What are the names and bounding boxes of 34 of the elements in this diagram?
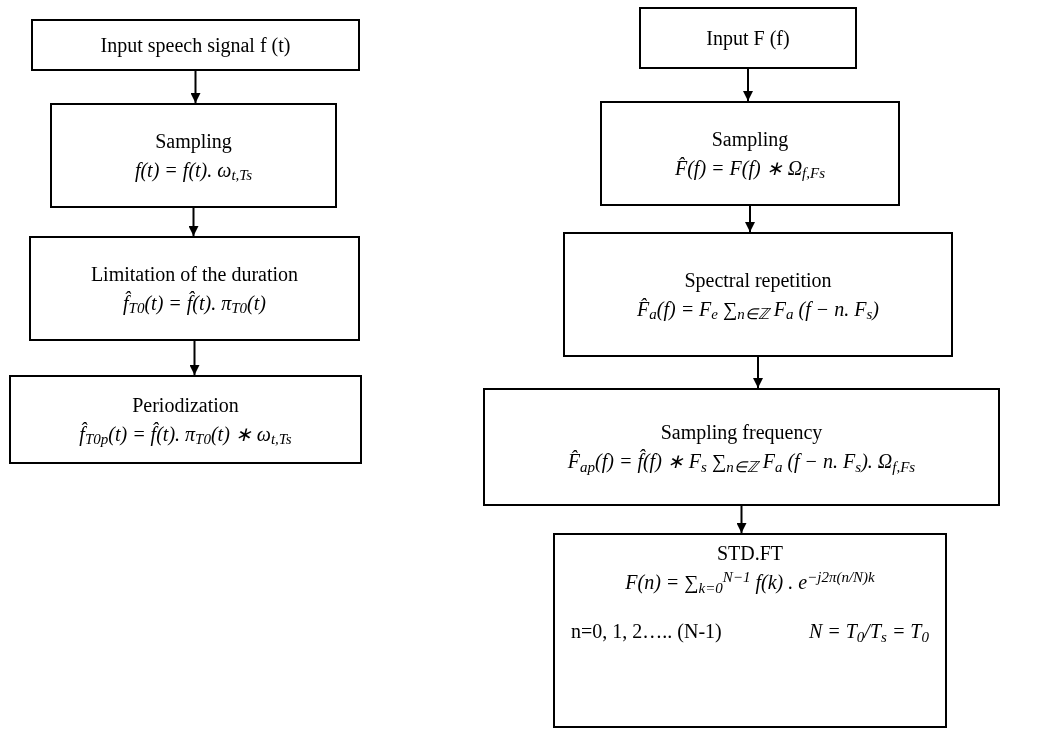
process-box xyxy=(50,103,337,208)
process-box xyxy=(29,236,360,341)
process-box xyxy=(9,375,362,464)
process-box xyxy=(563,232,953,357)
arrow xyxy=(753,356,763,389)
process-box xyxy=(639,7,857,69)
process-box xyxy=(600,101,900,206)
step-title: Input F (f) xyxy=(706,25,790,51)
step-title: Input speech signal f (t) xyxy=(100,32,291,58)
index-range: n=0, 1, 2….. (N-1) xyxy=(571,619,722,644)
formula: F̂$_{ap}$(f) = f̂(f) ∗ F$_{s}$ ∑$_{n∈ℤ}$ F$_{a}$ (f − n. F$_{s}$). Ω$_{f,Fs}$ xyxy=(567,449,916,474)
step-title: Sampling xyxy=(711,126,789,152)
process-box xyxy=(31,19,360,71)
arrow xyxy=(190,70,201,104)
process-box xyxy=(483,388,1000,506)
arrow xyxy=(743,68,753,102)
step-title: STD.FT xyxy=(716,541,784,566)
step-title: Limitation of the duration xyxy=(90,261,299,287)
formula: f(t) = f(t). ω$_{t,Ts}$ xyxy=(134,157,253,183)
process-box xyxy=(553,533,947,728)
step-title: Sampling xyxy=(155,128,232,154)
formula: N = T$_{0}$/T$_{s}$ = T$_{0}$ xyxy=(808,619,929,644)
step-title: Sampling frequency xyxy=(660,420,823,445)
arrow xyxy=(736,505,747,534)
formula: F(n) = ∑$_{k=0}$$^{N−1}$ f(k) . e$^{−j2π(n/N)k}$ xyxy=(625,570,875,595)
arrow xyxy=(189,340,200,376)
step-title: Spectral repetition xyxy=(684,267,832,293)
formula: f̂$_{T0}$(t) = f̂(t). π$_{T0}$(t) xyxy=(123,290,266,316)
step-title: Periodization xyxy=(132,392,239,418)
arrow xyxy=(188,207,199,237)
formula: F̂(f) = F(f) ∗ Ω$_{f,Fs}$ xyxy=(674,155,826,181)
formula: f̂$_{T0p}$(t) = f̂(t). π$_{T0}$(t) ∗ ω$_{t,Ts}$ xyxy=(79,421,292,447)
arrow xyxy=(745,205,755,233)
formula: F̂$_{a}$(f) = F$_{e}$ ∑$_{n∈ℤ}$ F$_{a}$ (f − n. F$_{s}$) xyxy=(637,296,879,322)
